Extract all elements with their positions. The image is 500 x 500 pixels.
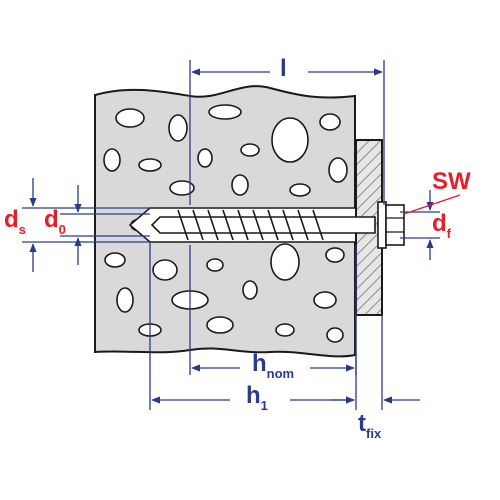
drill-diameter-sub: 0 <box>58 222 66 237</box>
aggregate-pattern <box>103 104 348 343</box>
screw-diameter-sub: s <box>18 222 26 237</box>
length-label: l <box>280 55 287 83</box>
hole-depth-main: h <box>246 382 261 409</box>
drill-diameter-label: d0 <box>44 206 66 237</box>
drill-diameter-main: d <box>44 206 59 233</box>
screw-diameter-main: d <box>4 206 19 233</box>
hole-depth-sub: 1 <box>260 398 268 413</box>
fixture-thickness-sub: fix <box>366 426 382 441</box>
screw-anchor-icon <box>150 201 405 249</box>
nominal-embedment-main: h <box>252 350 267 377</box>
wrench-size-label: SW <box>432 168 471 196</box>
sw-leader <box>403 194 461 215</box>
hole-depth-label: h1 <box>246 382 268 413</box>
fixture-thickness-main: t <box>358 410 366 437</box>
fixture-hole-diameter-sub: f <box>446 226 452 241</box>
nominal-embedment-label: hnom <box>252 350 295 381</box>
fixture-hole-diameter-main: d <box>432 210 447 237</box>
fixture-thickness-label: tfix <box>358 410 382 441</box>
dimension-lines <box>22 60 440 410</box>
length-label-main: l <box>280 55 287 82</box>
fixture-hole-diameter-label: df <box>432 210 452 241</box>
wrench-size-main: SW <box>432 168 471 195</box>
nominal-embedment-sub: nom <box>266 366 295 381</box>
screw-diameter-label: ds <box>4 206 26 237</box>
